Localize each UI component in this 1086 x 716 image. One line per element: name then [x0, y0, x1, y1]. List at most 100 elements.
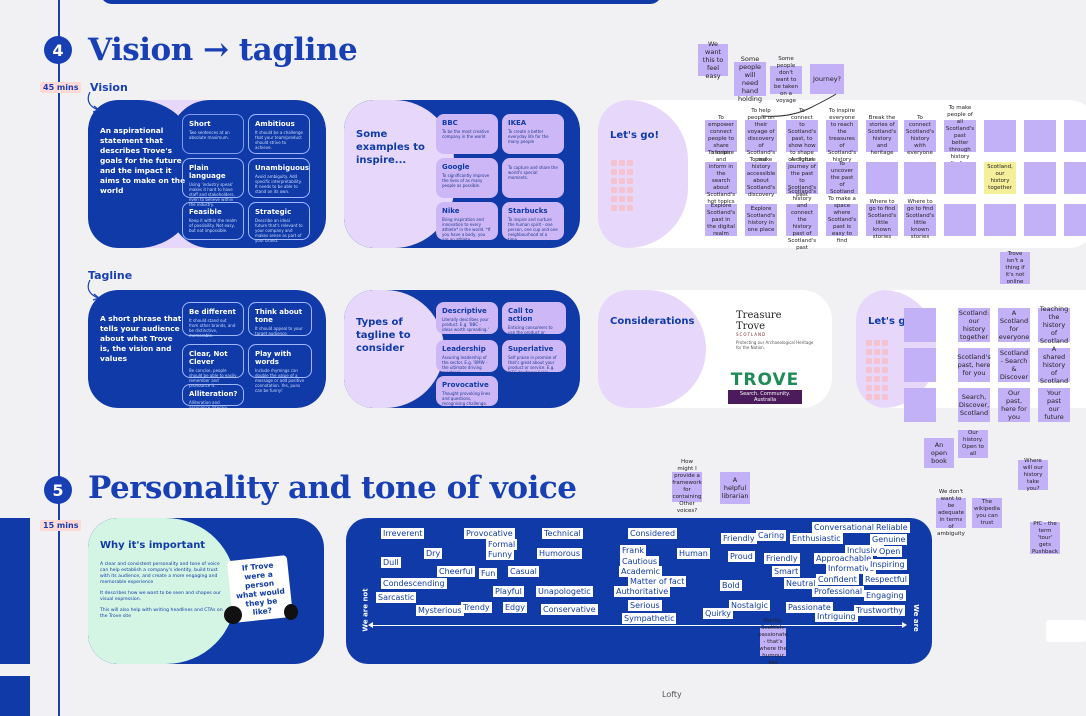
idea-sticky[interactable]: To uncover the past of Scotland — [826, 161, 858, 195]
empty-sticky[interactable] — [904, 388, 936, 422]
tone-word[interactable]: Frank — [620, 545, 646, 556]
idea-sticky[interactable]: To connect Scotland's history with every… — [904, 115, 936, 156]
idea-sticky[interactable]: Where to go to find Scotland's little kn… — [904, 199, 936, 240]
empty-sticky[interactable] — [944, 204, 976, 236]
idea-sticky[interactable]: To inspire everyone to reach the treasur… — [826, 108, 858, 163]
tone-word[interactable]: Humorous — [537, 548, 583, 559]
empty-sticky[interactable] — [904, 348, 936, 382]
tone-word[interactable]: Human — [677, 548, 710, 559]
tagline-idea-sticky[interactable]: Our past, here for you — [998, 388, 1030, 422]
sticky-wikipedia[interactable]: The wikipedia you can trust — [972, 498, 1002, 528]
tone-word[interactable]: Irreverent — [381, 528, 425, 539]
empty-sticky[interactable] — [1064, 162, 1086, 194]
sticky-journey[interactable]: Journey? — [810, 64, 844, 94]
empty-sticky[interactable] — [1024, 120, 1056, 152]
empty-sticky[interactable] — [1064, 204, 1086, 236]
idea-sticky[interactable]: To help people on their voyage of discov… — [745, 108, 777, 163]
tone-word[interactable]: Respectful — [863, 574, 909, 585]
idea-sticky[interactable]: To empower connect people to share stori… — [705, 115, 737, 156]
tone-word[interactable]: Considered — [628, 528, 678, 539]
idea-sticky[interactable]: Explore Scotland's history in one place — [745, 204, 777, 236]
sticky-where-will[interactable]: Where will our history take you? — [1018, 458, 1048, 492]
tone-word[interactable]: Friendly — [721, 533, 757, 544]
tone-word[interactable]: Caring — [756, 530, 787, 541]
tone-word[interactable]: Cheerful — [437, 566, 475, 577]
highlight-sticky[interactable]: Scotland, our history together — [984, 162, 1016, 194]
tagline-idea-sticky[interactable]: Scotland - Search & Discover — [998, 348, 1030, 382]
tone-word[interactable]: Unapologetic — [536, 586, 593, 597]
empty-sticky[interactable] — [984, 204, 1016, 236]
tone-word[interactable]: Dull — [381, 557, 401, 568]
tone-word[interactable]: Professional — [812, 586, 865, 597]
tone-word[interactable]: Cautious — [620, 556, 660, 567]
tone-word[interactable]: Casual — [508, 566, 539, 577]
tone-word[interactable]: Authoritative — [614, 586, 671, 597]
tone-word[interactable]: Trustworthy — [854, 605, 906, 616]
tone-word[interactable]: Serious — [628, 600, 662, 611]
tone-word[interactable]: Provocative — [464, 528, 515, 539]
tagline-idea-sticky[interactable]: Your past our future — [1038, 388, 1070, 422]
idea-sticky[interactable]: Explore Scotland's past in the digital r… — [705, 202, 737, 237]
tone-word[interactable]: Smart — [772, 566, 801, 577]
empty-sticky[interactable] — [1064, 120, 1086, 152]
tone-word[interactable]: Conservative — [541, 604, 598, 615]
tone-word[interactable]: Fun — [479, 568, 498, 579]
idea-sticky[interactable]: To make history accessible about Scotlan… — [745, 157, 777, 198]
empty-sticky[interactable] — [984, 120, 1016, 152]
sticky-open-book[interactable]: An open book — [924, 438, 954, 468]
tagline-idea-sticky[interactable]: A Scotland for everyone — [998, 308, 1030, 342]
tone-word[interactable]: Confident — [816, 574, 859, 585]
tone-word[interactable]: Intriguing — [815, 611, 858, 622]
tone-word[interactable]: Condescending — [381, 578, 447, 589]
tone-word[interactable]: Quirky — [703, 608, 733, 619]
empty-sticky[interactable] — [1024, 162, 1056, 194]
tagline-idea-sticky[interactable]: Scotland's past, here for you — [957, 348, 991, 382]
tone-word[interactable]: Mysterious — [416, 605, 464, 616]
tone-word[interactable]: Formal — [486, 539, 518, 550]
sticky-trove-online[interactable]: Trove isn't a thing if it's not online — [1000, 251, 1030, 285]
tone-word[interactable]: Open — [877, 546, 903, 557]
tagline-idea-sticky[interactable]: Search, Discover, Scotland — [958, 388, 990, 422]
idea-sticky[interactable]: Break the stories of Scotland's history … — [866, 115, 898, 156]
sticky-easy[interactable]: We want this to feel easy — [698, 40, 728, 80]
sticky-framework[interactable]: How might I provide a framework for cont… — [672, 459, 702, 514]
tone-word[interactable]: Proud — [728, 551, 755, 562]
tone-word[interactable]: Edgy — [503, 602, 527, 613]
idea-sticky[interactable]: A digital journey of the past to Scotlan… — [786, 157, 818, 198]
sticky-voyage[interactable]: Some people don't want to be taken on a … — [770, 56, 802, 104]
idea-sticky[interactable]: Scotland's history and connect the histo… — [786, 189, 818, 251]
idea-sticky[interactable]: To inspire and inform in the search abou… — [705, 150, 737, 205]
tone-word[interactable]: Funny — [486, 549, 515, 560]
tagline-idea-sticky[interactable]: Teaching the history of Scotland — [1038, 305, 1070, 345]
tagline-idea-sticky[interactable]: Scotland: our history together — [958, 308, 990, 342]
sticky-pushback[interactable]: PfC - the term 'tour' gets Pushback — [1030, 520, 1060, 555]
sticky-open-to-all[interactable]: Our history. Open to all — [958, 430, 988, 458]
empty-sticky[interactable] — [866, 162, 898, 194]
sticky-hand-holding[interactable]: Some people will need hand holding — [734, 55, 766, 103]
tone-word[interactable]: Neutral — [784, 578, 818, 589]
tone-word[interactable]: Inspiring — [868, 559, 907, 570]
idea-sticky[interactable]: Where to go to find Scotland's little kn… — [866, 199, 898, 240]
tagline-idea-sticky[interactable]: A shared history of Scotland — [1038, 345, 1070, 385]
tone-word[interactable]: Friendly — [764, 553, 800, 564]
tone-word[interactable]: Playful — [493, 586, 524, 597]
tone-word[interactable]: Sarcastic — [376, 592, 417, 603]
tone-word[interactable]: Informative — [826, 563, 876, 574]
tone-word[interactable]: Conversational — [812, 522, 877, 533]
tone-word[interactable]: Bold — [720, 580, 742, 591]
tone-word[interactable]: Genuine — [870, 534, 908, 545]
tone-word[interactable]: Nostalgic — [729, 600, 771, 611]
tone-word[interactable]: Enthusiastic — [790, 533, 843, 544]
empty-sticky[interactable] — [904, 308, 936, 342]
empty-sticky[interactable] — [1024, 204, 1056, 236]
tone-word[interactable]: Matter of fact — [628, 576, 687, 587]
sticky-helpful-librarian[interactable]: A helpful librarian — [720, 472, 750, 504]
tone-word[interactable]: Sympathetic — [622, 613, 677, 624]
tone-word[interactable]: Trendy — [461, 602, 492, 613]
empty-sticky[interactable] — [944, 162, 976, 194]
sticky-ambiguity[interactable]: We don't want to be adequate in terms of… — [936, 488, 966, 537]
idea-sticky[interactable]: To make a space where Scotland's past is… — [826, 196, 858, 244]
tone-word[interactable]: Inclusive — [845, 545, 885, 556]
tone-word[interactable]: Engaging — [864, 590, 906, 601]
